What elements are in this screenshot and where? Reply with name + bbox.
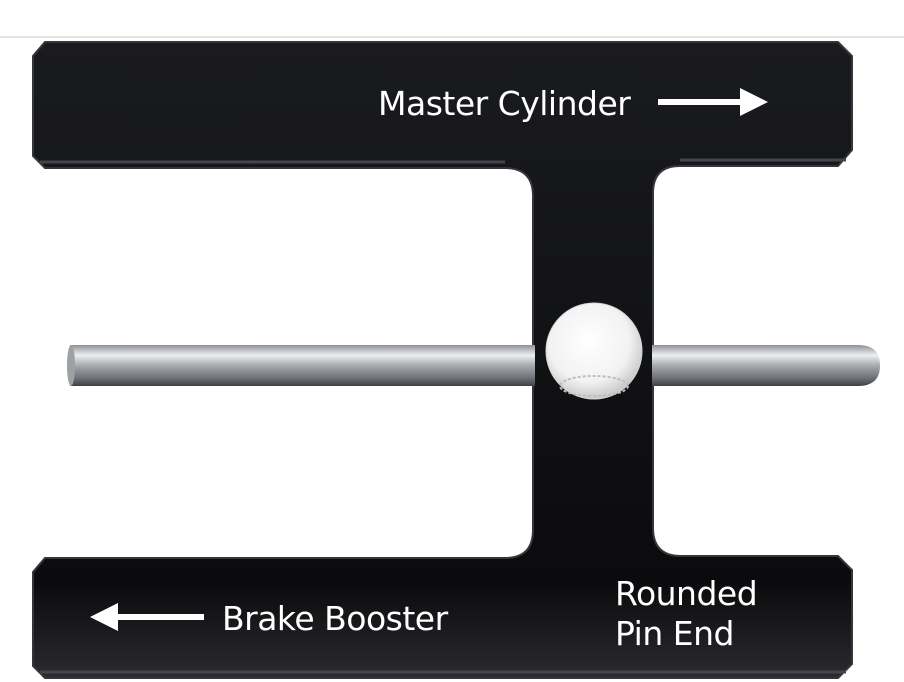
rounded-pin-end-line2: Pin End (615, 614, 734, 653)
arrow-left-icon (90, 603, 204, 631)
pin-rounded-end (652, 345, 880, 386)
thumb-screw-knob (545, 302, 643, 400)
rounded-pin-end-label: Rounded Pin End (615, 574, 758, 654)
rounded-pin-end-line1: Rounded (615, 574, 758, 613)
steel-pin (67, 345, 880, 386)
brake-booster-label: Brake Booster (222, 599, 448, 638)
arrow-right-icon (658, 88, 768, 116)
master-cylinder-label: Master Cylinder (378, 84, 631, 123)
h-frame (32, 41, 853, 679)
pin-flat-end (67, 345, 75, 386)
top-strip (0, 0, 904, 38)
tool-body (32, 41, 853, 679)
pin-left-segment (70, 345, 535, 386)
